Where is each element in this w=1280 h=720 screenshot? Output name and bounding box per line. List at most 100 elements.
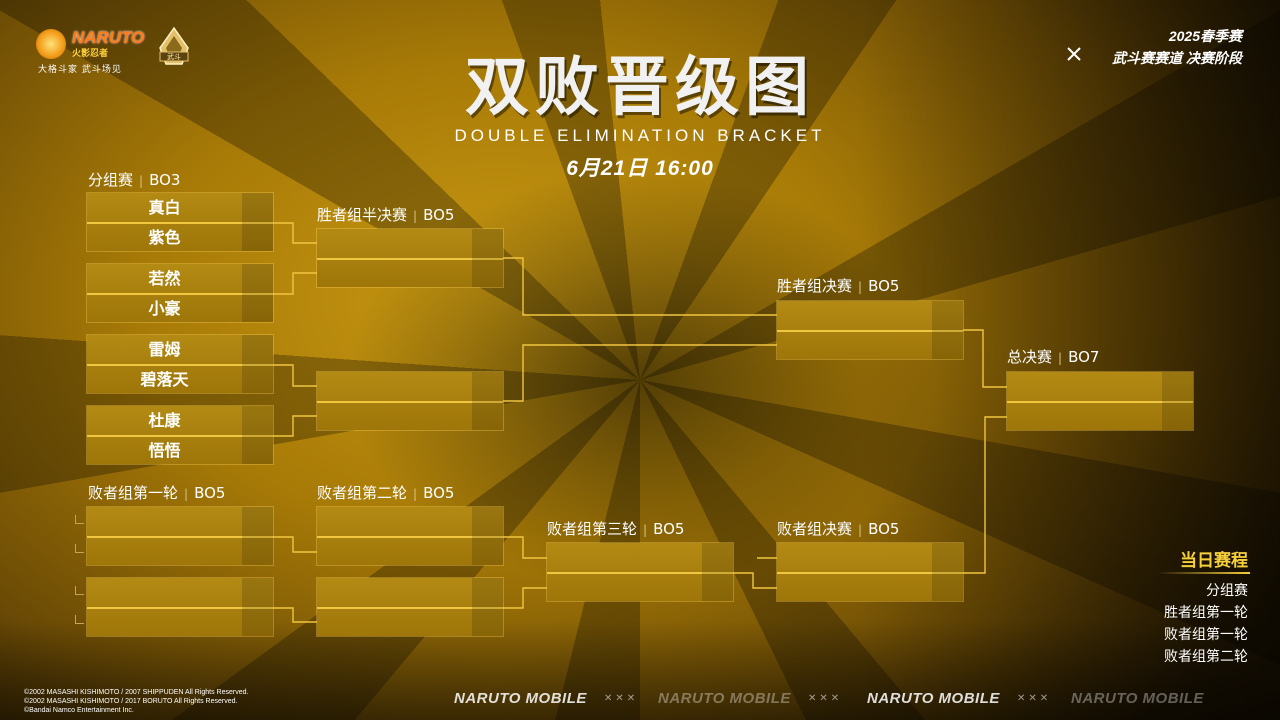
logo-sub: 火影忍者 xyxy=(72,49,109,59)
winners-semi-match-1[interactable] xyxy=(317,229,503,287)
season-stage: 武斗赛赛道 决赛阶段 xyxy=(1112,50,1242,66)
stage-name: 败者组第一轮 xyxy=(88,484,179,502)
schedule-item: 败者组第二轮 xyxy=(1164,649,1248,665)
connector xyxy=(273,607,317,623)
grand-final-match[interactable] xyxy=(1007,372,1193,430)
drop-in-marker-icon xyxy=(75,515,84,524)
score-cell xyxy=(932,301,963,359)
group-match-4[interactable]: 杜康 悟悟 xyxy=(87,406,273,464)
stage-label-winners-semi: 胜者组半决赛 | BO5 xyxy=(317,204,454,225)
stage-label-losers-r1: 败者组第一轮|BO5 xyxy=(88,482,225,503)
group-match-1[interactable]: 真白 紫色 xyxy=(87,193,273,251)
losers-final-match[interactable] xyxy=(777,543,963,601)
separator-icon: | xyxy=(139,174,144,188)
page-title: 双败晋级图 xyxy=(465,51,815,125)
logo-text: NARUTO xyxy=(72,28,145,47)
copyright-line: ©2002 MASASHI KISHIMOTO / 2017 BORUTO Al… xyxy=(24,698,238,705)
score-cell xyxy=(242,406,273,464)
match-divider xyxy=(1007,401,1193,403)
stage-bo: BO5 xyxy=(653,520,685,538)
separator-icon: | xyxy=(1058,351,1063,365)
score-cell xyxy=(932,543,963,601)
drop-in-marker-icon xyxy=(75,544,84,553)
stage-label-losers-final: 败者组决赛|BO5 xyxy=(777,518,899,539)
footer-brand: NARUTO MOBILE xyxy=(867,690,1000,707)
match-divider xyxy=(87,293,273,295)
score-cell xyxy=(242,578,273,636)
score-cell xyxy=(472,229,503,287)
match-divider xyxy=(317,401,503,403)
losers-r3-match[interactable] xyxy=(547,543,733,601)
connector xyxy=(503,257,777,316)
season-title: 2025春季赛 xyxy=(1168,28,1242,44)
player-name: 雷姆 xyxy=(148,340,181,359)
stage-name: 败者组第二轮 xyxy=(317,484,408,502)
schedule-divider xyxy=(1157,572,1250,574)
stage-label-group: 分组赛|BO3 xyxy=(88,169,180,190)
winners-final-match[interactable] xyxy=(777,301,963,359)
stage-bo: BO3 xyxy=(149,171,181,189)
connector xyxy=(963,329,1007,388)
player-name: 真白 xyxy=(148,198,181,217)
stage-label-grand-final: 总决赛 | BO7 xyxy=(1007,346,1099,367)
player-name: 若然 xyxy=(148,269,181,288)
score-cell xyxy=(242,193,273,251)
connector xyxy=(273,272,317,295)
schedule-item: 败者组第一轮 xyxy=(1164,627,1248,643)
connector xyxy=(503,536,547,559)
separator-icon: | xyxy=(643,523,648,537)
emblem-text: 武斗 xyxy=(167,52,181,61)
schedule-item: 分组赛 xyxy=(1206,583,1248,599)
player-name: 杜康 xyxy=(148,411,181,430)
player-name: 小豪 xyxy=(148,299,181,318)
score-cell xyxy=(472,578,503,636)
logo-tagline: 大格斗家 武斗场见 xyxy=(38,65,122,75)
connector xyxy=(503,587,547,609)
player-name: 碧落天 xyxy=(140,370,189,389)
stage-name: 胜者组半决赛 xyxy=(317,206,408,224)
match-divider xyxy=(777,330,963,332)
score-cell xyxy=(702,543,733,601)
connector xyxy=(273,222,317,244)
separator-icon: | xyxy=(413,209,418,223)
tournament-emblem-icon: 武斗 xyxy=(159,26,189,65)
player-name: 悟悟 xyxy=(148,441,181,460)
losers-r1-match-2[interactable] xyxy=(75,578,273,636)
connector xyxy=(963,416,1007,574)
naruto-logo: NARUTO 火影忍者 xyxy=(36,28,144,59)
score-cell xyxy=(242,335,273,393)
group-match-3[interactable]: 雷姆 碧落天 xyxy=(87,335,273,393)
stage-name: 总决赛 xyxy=(1007,348,1053,366)
background-shade-bottom xyxy=(0,620,1280,720)
stage-label-losers-r3: 败者组第三轮 | BO5 xyxy=(547,518,684,539)
score-cell xyxy=(1162,372,1193,430)
naruto-face-icon xyxy=(36,28,66,59)
match-divider xyxy=(317,607,503,609)
score-cell xyxy=(242,507,273,565)
connector xyxy=(273,536,317,553)
losers-r2-match-1[interactable] xyxy=(317,507,503,565)
drop-in-marker-icon xyxy=(75,586,84,595)
match-divider xyxy=(87,607,273,609)
copyright: ©2002 MASASHI KISHIMOTO / 2007 SHIPPUDEN… xyxy=(24,688,248,715)
season-info: 2025春季赛 武斗赛赛道 决赛阶段 xyxy=(1112,26,1242,68)
match-divider xyxy=(87,364,273,366)
copyright-line: ©Bandai Namco Entertainment Inc. xyxy=(24,707,134,714)
stage-label-winners-final: 胜者组决赛|BO5 xyxy=(777,275,899,296)
losers-r2-match-2[interactable] xyxy=(317,578,503,636)
stage-bo: BO5 xyxy=(423,206,455,224)
stage-name: 败者组第三轮 xyxy=(547,520,638,538)
match-divider xyxy=(547,572,733,574)
group-match-2[interactable]: 若然 小豪 xyxy=(87,264,273,322)
winners-semi-match-2[interactable] xyxy=(317,372,503,430)
connector xyxy=(273,364,317,387)
stage-bo: BO5 xyxy=(194,484,226,502)
score-cell xyxy=(472,507,503,565)
footer-brand: NARUTO MOBILE xyxy=(1071,690,1204,707)
player-name: 紫色 xyxy=(148,228,181,247)
stage-label-losers-r2: 败者组第二轮|BO5 xyxy=(317,482,454,503)
schedule-item: 胜者组第一轮 xyxy=(1164,605,1248,621)
losers-r1-match-1[interactable] xyxy=(75,507,273,565)
footer-separator-icon: ✕✕✕ xyxy=(604,693,639,704)
stage-bo: BO7 xyxy=(1068,348,1100,366)
